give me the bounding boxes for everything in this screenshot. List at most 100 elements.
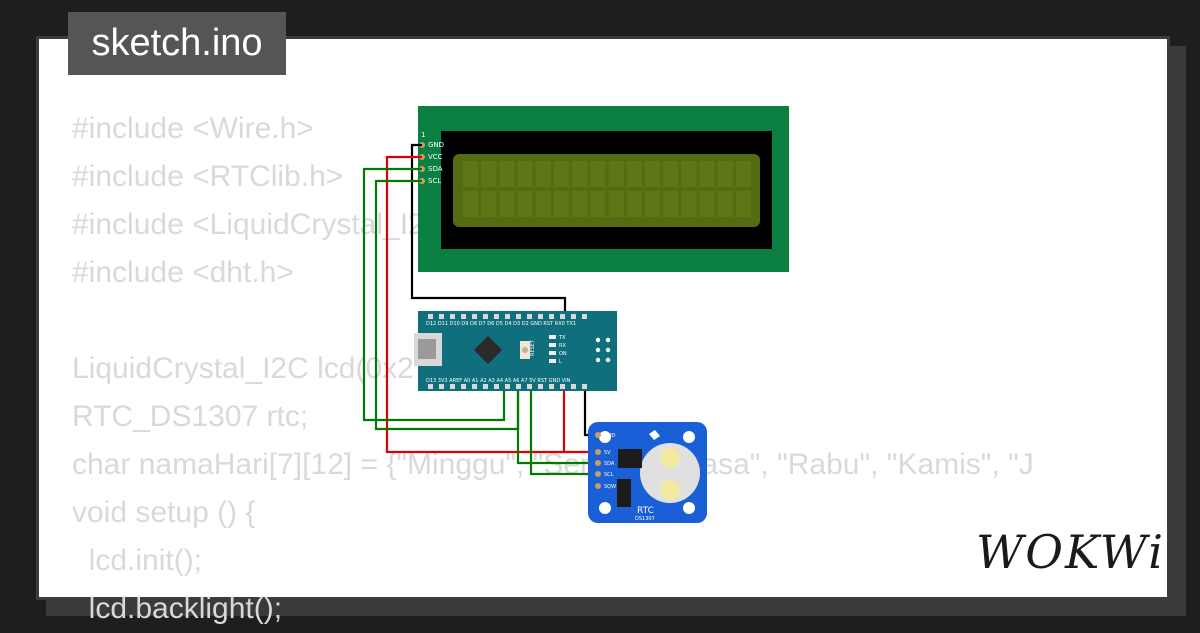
mounting-hole	[599, 431, 611, 443]
header-pin[interactable]	[527, 314, 532, 319]
header-pin[interactable]	[538, 314, 543, 319]
lcd-character-cell	[572, 191, 588, 217]
reset-label: RESET	[530, 339, 536, 356]
lcd-character-cell	[717, 161, 733, 187]
mounting-hole	[599, 502, 611, 514]
header-pin[interactable]	[450, 384, 455, 389]
usb-port	[418, 339, 436, 359]
lcd-character-cell	[645, 191, 660, 217]
lcd-character-cell	[645, 161, 660, 187]
rtc-pin-5v[interactable]	[595, 449, 601, 455]
lcd-pin-label: VCC	[428, 153, 443, 161]
wire-gnd-lcd[interactable]	[410, 143, 567, 312]
lcd-character-cell	[717, 191, 733, 217]
wire-sda-lcd[interactable]	[362, 167, 506, 422]
code-line: #include <dht.h>	[72, 256, 294, 289]
header-pin[interactable]	[428, 384, 433, 389]
header-pin[interactable]	[549, 384, 554, 389]
lcd-character-cell	[481, 161, 497, 187]
led-label: ON	[559, 351, 567, 357]
lcd-character-cell	[736, 161, 751, 187]
led-label: RX	[559, 343, 566, 349]
header-pin[interactable]	[483, 314, 488, 319]
rtc-label: RTC	[637, 506, 654, 516]
lcd-character-cell	[608, 191, 624, 217]
arduino-bottom-pin-labels: D13 3V3 AREF A0 A1 A2 A3 A4 A5 A6 A7 5V …	[426, 378, 571, 384]
file-name-tab[interactable]: sketch.ino	[68, 12, 286, 75]
header-pin[interactable]	[439, 384, 444, 389]
header-pin[interactable]	[571, 314, 576, 319]
microcontroller-chip	[473, 335, 503, 365]
header-pin[interactable]	[461, 314, 466, 319]
header-pin[interactable]	[538, 384, 543, 389]
rtc-pin-gnd[interactable]	[595, 432, 601, 438]
header-pin[interactable]	[582, 384, 587, 389]
header-pin[interactable]	[549, 314, 554, 319]
mounting-hole	[683, 431, 695, 443]
header-pin[interactable]	[505, 384, 510, 389]
header-pin[interactable]	[582, 314, 587, 319]
lcd-pin-one-label: 1	[421, 131, 425, 139]
lcd-character-cell	[590, 191, 606, 217]
mounting-hole	[683, 502, 695, 514]
lcd-character-cell	[481, 191, 497, 217]
wire-scl-rtc[interactable]	[529, 385, 598, 476]
led-rx	[549, 343, 556, 347]
header-pin[interactable]	[505, 314, 510, 319]
lcd-display[interactable]: 1 GND VCC SDA SCL	[418, 106, 789, 272]
rtc-pin-sqw[interactable]	[595, 483, 601, 489]
header-pin[interactable]	[461, 384, 466, 389]
arduino-nano[interactable]: D12 D11 D10 D9 D8 D7 D6 D5 D4 D3 D2 GND …	[414, 311, 617, 391]
header-pin[interactable]	[483, 384, 488, 389]
rtc-pin-label: SQW	[604, 484, 616, 490]
rtc-pin-label: 5V	[604, 450, 611, 456]
led-label: L	[559, 359, 562, 365]
header-pin[interactable]	[494, 384, 499, 389]
lcd-pin-label: GND	[428, 141, 444, 149]
header-pin[interactable]	[494, 314, 499, 319]
header-pin[interactable]	[450, 314, 455, 319]
code-line: RTC_DS1307 rtc;	[72, 400, 309, 433]
header-pin[interactable]	[472, 314, 477, 319]
header-pin[interactable]	[439, 314, 444, 319]
rtc-pin-label: SCL	[604, 472, 614, 478]
header-pin[interactable]	[571, 384, 576, 389]
rtc-module[interactable]: RTC DS1307 GND 5V SDA SCL SQW	[588, 422, 707, 523]
rtc-pin-sda[interactable]	[595, 460, 601, 466]
led-label: TX	[558, 335, 566, 341]
icsp-header	[595, 337, 611, 363]
battery-cell	[660, 448, 680, 468]
wire-sda-rtc[interactable]	[516, 390, 598, 465]
led-l	[549, 359, 556, 363]
header-pin[interactable]	[428, 314, 433, 319]
rtc-chip	[618, 449, 642, 468]
lcd-character-cell	[517, 161, 533, 187]
led-on	[549, 351, 556, 355]
star-logo-icon	[649, 430, 660, 440]
lcd-character-cell	[681, 161, 697, 187]
header-pin[interactable]	[516, 314, 521, 319]
header-pin[interactable]	[516, 384, 521, 389]
rtc-pin-header: GND 5V SDA SCL SQW	[595, 432, 616, 490]
lcd-character-cell	[535, 191, 551, 217]
lcd-character-cell	[626, 191, 642, 217]
code-line: lcd.backlight();	[72, 592, 283, 625]
rtc-pin-scl[interactable]	[595, 471, 601, 477]
lcd-character-cell	[681, 191, 697, 217]
lcd-character-cell	[663, 161, 679, 187]
rtc-model: DS1307	[635, 516, 655, 522]
battery-holder	[640, 443, 700, 503]
header-pin[interactable]	[560, 314, 565, 319]
wire-vcc-lcd[interactable]	[385, 155, 598, 454]
lcd-character-cell	[554, 161, 569, 187]
lcd-character-cell	[463, 191, 478, 217]
header-pin[interactable]	[560, 384, 565, 389]
lcd-character-cell	[554, 191, 569, 217]
lcd-character-cell	[608, 161, 624, 187]
arduino-top-pin-labels: D12 D11 D10 D9 D8 D7 D6 D5 D4 D3 D2 GND …	[426, 321, 576, 327]
arduino-top-header	[428, 314, 587, 319]
header-pin[interactable]	[527, 384, 532, 389]
code-line: void setup () {	[72, 496, 256, 529]
lcd-character-cell	[590, 161, 606, 187]
header-pin[interactable]	[472, 384, 477, 389]
